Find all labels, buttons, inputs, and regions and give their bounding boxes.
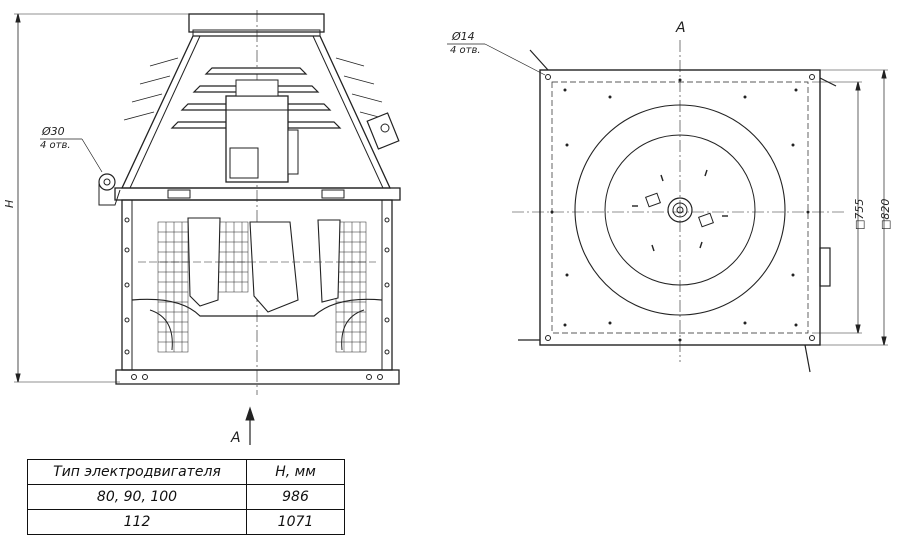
table-cell-height: 1071	[246, 509, 345, 535]
motor-height-table: Тип электродвигателя H, мм 80, 90, 100 9…	[27, 459, 345, 535]
table-cell-motor-type: 80, 90, 100	[27, 484, 247, 510]
inner-size-dimension: □755	[853, 199, 866, 230]
outer-size-dimension: □820	[879, 199, 892, 230]
table-cell-motor-type: 112	[27, 509, 247, 535]
height-dimension-label: H	[3, 200, 16, 208]
top-hole-diameter-label: Ø14	[451, 30, 475, 43]
table-header-row: Тип электродвигателя H, мм	[27, 459, 345, 485]
view-arrow-label: A	[230, 430, 241, 446]
table-header-motor-type: Тип электродвигателя	[27, 459, 247, 485]
table-row: 112 1071	[27, 509, 345, 535]
table-cell-height: 986	[246, 484, 345, 510]
front-hole-count-label: 4 отв.	[40, 140, 71, 151]
table-header-height: H, мм	[246, 459, 345, 485]
top-hole-count-label: 4 отв.	[450, 45, 481, 56]
table-row: 80, 90, 100 986	[27, 484, 345, 510]
top-view-title: A	[675, 20, 686, 36]
front-view	[14, 10, 401, 445]
front-hole-diameter-label: Ø30	[41, 125, 65, 138]
top-view	[447, 40, 888, 373]
